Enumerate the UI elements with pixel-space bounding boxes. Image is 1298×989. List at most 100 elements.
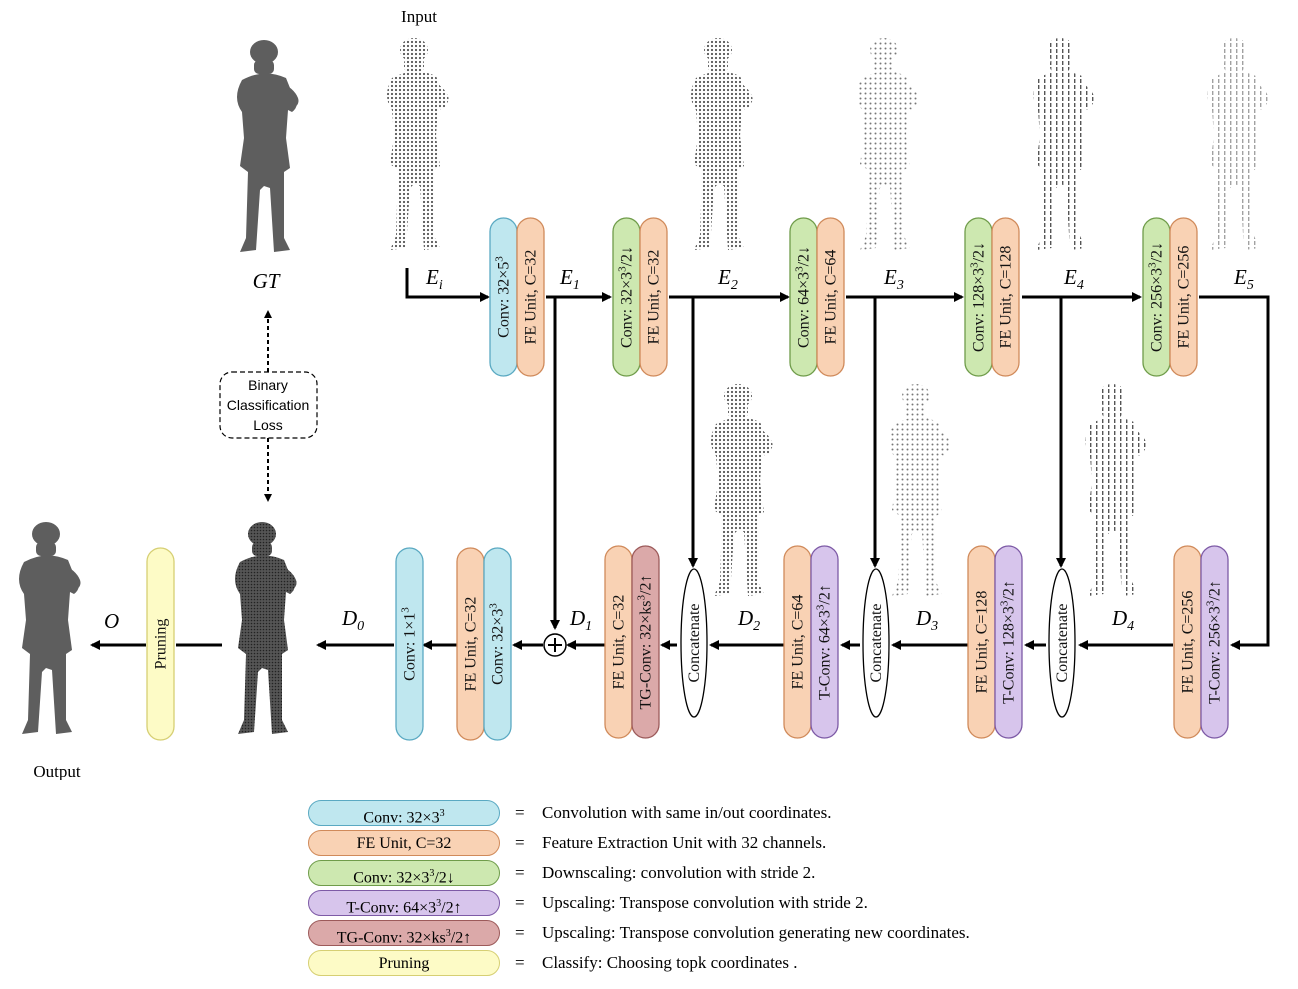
output-conv: Conv: 1×13: [395, 547, 424, 741]
e5-arrow: [1199, 295, 1270, 650]
decoder-block-1-fe-unit: FE Unit, C=256: [1173, 545, 1202, 739]
svg-text:FE Unit, C=32: FE Unit, C=32: [611, 595, 628, 690]
label-o: O: [104, 609, 119, 633]
encoder-block-2-conv: Conv: 32×33/2↓: [612, 217, 641, 377]
legend-pill-tg: TG-Conv: 32×ks3/2↑: [308, 920, 500, 946]
d0-point-cloud-image: [235, 522, 297, 734]
input-point-cloud-image: [387, 38, 449, 250]
svg-text:FE Unit, C=128: FE Unit, C=128: [974, 591, 991, 694]
loss-label-2: Classification: [227, 397, 309, 413]
svg-text:TG-Conv: 32×ks3/2↑: TG-Conv: 32×ks3/2↑: [636, 575, 655, 710]
legend-row: FE Unit, C=32 = Feature Extraction Unit wi…: [308, 829, 1068, 859]
svg-text:Concatenate: Concatenate: [868, 603, 885, 682]
svg-text:FE Unit, C=32: FE Unit, C=32: [646, 250, 663, 345]
encoder-block-5-fe-unit: FE Unit, C=256: [1169, 217, 1198, 377]
decoder-block-3-fe-unit: FE Unit, C=64: [783, 545, 812, 739]
legend-row: Pruning = Classify: Choosing topk coordina…: [308, 949, 1068, 979]
svg-text:Conv: 1×13: Conv: 1×13: [400, 607, 419, 681]
input-label: Input: [401, 7, 437, 26]
label-e5: E5: [1233, 265, 1254, 293]
final-fe-unit: FE Unit, C=32: [456, 547, 485, 741]
legend-description: Upscaling: Transpose convolution with st…: [542, 893, 868, 912]
svg-text:Conv: 128×33/2↓: Conv: 128×33/2↓: [969, 242, 988, 352]
final-conv: Conv: 32×33: [483, 547, 512, 741]
legend-pill-fe: FE Unit, C=32: [308, 830, 500, 856]
svg-text:Conv: 32×33/2↓: Conv: 32×33/2↓: [617, 246, 636, 348]
svg-text:Conv: 32×33: Conv: 32×33: [488, 603, 507, 685]
label-e3: E3: [883, 265, 904, 293]
svg-text:Conv: 256×33/2↓: Conv: 256×33/2↓: [1147, 242, 1166, 352]
architecture-diagram: Input Output GT Binary Classification Lo…: [19, 7, 1270, 780]
gt-label: GT: [253, 269, 281, 293]
e2-point-cloud-image: [691, 38, 753, 250]
input-arrow: [405, 268, 490, 302]
decoder-block-3-tconv: T-Conv: 64×33/2↑: [810, 545, 839, 739]
legend-equals: =: [515, 863, 525, 882]
encoder-block-2-fe-unit: FE Unit, C=32: [639, 217, 668, 377]
svg-text:FE Unit, C=64: FE Unit, C=64: [823, 250, 840, 345]
loss-label-1: Binary: [248, 377, 288, 393]
decoder-block-1-tconv: T-Conv: 256×33/2↑: [1200, 545, 1229, 739]
decoder-block-4-fe-unit: FE Unit, C=32: [604, 545, 633, 739]
legend-description: Feature Extraction Unit with 32 channels…: [542, 833, 827, 852]
svg-text:FE Unit, C=64: FE Unit, C=64: [790, 595, 807, 690]
legend-pill-tconv: T-Conv: 64×33/2↑: [308, 890, 500, 916]
concatenate-node-2: Concatenate: [862, 568, 890, 718]
label-e4: E4: [1063, 265, 1084, 293]
svg-text:T-Conv: 256×33/2↑: T-Conv: 256×33/2↑: [1205, 580, 1224, 704]
legend-row: T-Conv: 64×33/2↑ = Upscaling: Transpose co…: [308, 889, 1068, 919]
concatenate-node-3: Concatenate: [1048, 568, 1076, 718]
d3-point-cloud-image: [1085, 384, 1147, 596]
svg-text:FE Unit, C=32: FE Unit, C=32: [463, 597, 480, 692]
d1-point-cloud-image: [711, 384, 773, 596]
e5-point-cloud-image: [1207, 38, 1269, 250]
svg-text:T-Conv: 64×33/2↑: T-Conv: 64×33/2↑: [815, 584, 834, 700]
legend-row: TG-Conv: 32×ks3/2↑ = Upscaling: Transpose …: [308, 919, 1068, 949]
svg-text:FE Unit, C=32: FE Unit, C=32: [523, 250, 540, 345]
svg-text:Concatenate: Concatenate: [686, 603, 703, 682]
legend-pill-down: Conv: 32×33/2↓: [308, 860, 500, 886]
legend-row: Conv: 32×33/2↓ = Downscaling: convolution …: [308, 859, 1068, 889]
svg-text:FE Unit, C=256: FE Unit, C=256: [1176, 246, 1193, 349]
legend: Conv: 32×33=Convolution with same in/out…: [308, 799, 1068, 979]
loss-label-3: Loss: [253, 417, 283, 433]
label-d2: D2: [737, 606, 760, 634]
encoder-block-4-conv: Conv: 128×33/2↓: [964, 217, 993, 377]
decoder-block-2-fe-unit: FE Unit, C=128: [967, 545, 996, 739]
encoder-block-4-fe-unit: FE Unit, C=128: [991, 217, 1020, 377]
svg-text:T-Conv: 128×33/2↑: T-Conv: 128×33/2↑: [999, 580, 1018, 704]
legend-equals: =: [515, 833, 525, 852]
e4-point-cloud-image: [1033, 38, 1095, 250]
label-d1: D1: [569, 606, 592, 634]
encoder-block-5-conv: Conv: 256×33/2↓: [1142, 217, 1171, 377]
concatenate-node-1: Concatenate: [680, 568, 708, 718]
legend-equals: =: [515, 923, 525, 942]
label-d3: D3: [915, 606, 938, 634]
gt-model-image: [237, 40, 299, 252]
label-e2: E2: [717, 265, 738, 293]
decoder-block-2-tconv: T-Conv: 128×33/2↑: [994, 545, 1023, 739]
svg-text:FE Unit, C=256: FE Unit, C=256: [1180, 591, 1197, 694]
legend-row: Conv: 32×33=Convolution with same in/out…: [308, 799, 1068, 829]
d2-point-cloud-image: [889, 384, 951, 596]
pruning-block: Pruning: [146, 547, 175, 741]
svg-text:Concatenate: Concatenate: [1054, 603, 1071, 682]
legend-equals: =: [515, 953, 525, 972]
label-e1: E1: [559, 265, 580, 293]
legend-equals: =: [515, 803, 525, 822]
legend-description: Downscaling: convolution with stride 2.: [542, 863, 816, 882]
legend-description: Classify: Choosing topk coordinates .: [542, 953, 798, 972]
encoder-block-3-fe-unit: FE Unit, C=64: [816, 217, 845, 377]
label-ei: Ei: [425, 265, 443, 293]
encoder-block-3-conv: Conv: 64×33/2↓: [789, 217, 818, 377]
e3-point-cloud-image: [857, 38, 919, 250]
svg-text:Conv: 64×33/2↓: Conv: 64×33/2↓: [794, 246, 813, 348]
label-d4: D4: [1111, 606, 1134, 634]
label-d0: D0: [341, 606, 364, 634]
svg-text:FE Unit, C=128: FE Unit, C=128: [998, 246, 1015, 349]
output-label: Output: [33, 762, 81, 780]
legend-equals: =: [515, 893, 525, 912]
legend-description: Upscaling: Transpose convolution generat…: [542, 923, 970, 942]
decoder-block-4-tconv: TG-Conv: 32×ks3/2↑: [631, 545, 660, 739]
legend-pill-prune: Pruning: [308, 950, 500, 976]
